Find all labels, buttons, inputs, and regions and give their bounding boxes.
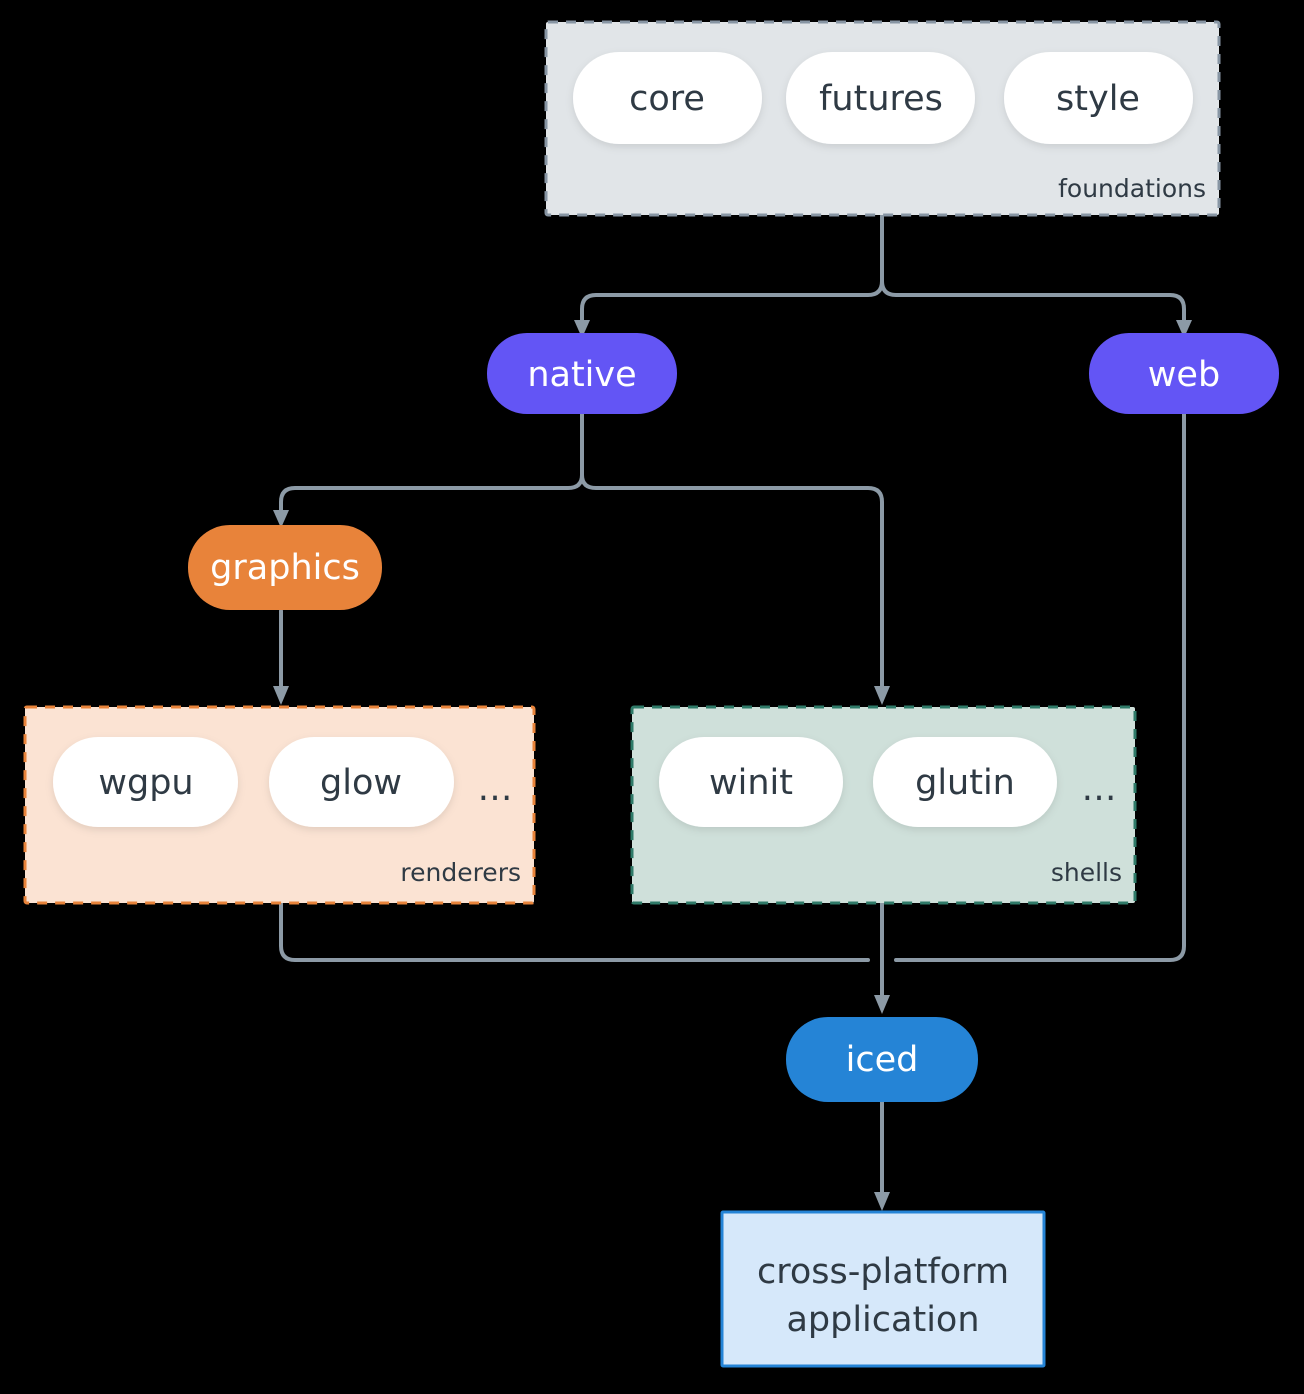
pill-glutin-shape	[873, 737, 1057, 827]
arrowhead-application	[874, 1192, 890, 1211]
group-shells[interactable]: winit glutin … shells	[630, 705, 1137, 905]
node-graphics-shape	[188, 525, 382, 610]
foundations-group-label: foundations	[1058, 174, 1206, 203]
arrowhead-renderers	[273, 686, 289, 705]
node-graphics[interactable]: graphics	[188, 525, 382, 610]
arrowhead-shells	[874, 686, 890, 705]
pill-wgpu[interactable]: wgpu	[53, 737, 238, 827]
pill-style[interactable]: style	[1004, 52, 1193, 144]
node-web[interactable]: web	[1089, 333, 1279, 414]
pill-glow-label: glow	[320, 763, 402, 803]
node-native-shape	[487, 333, 677, 414]
edge-layer	[273, 214, 1192, 1211]
pill-core-shape	[573, 52, 762, 144]
group-renderers[interactable]: wgpu glow … renderers	[23, 705, 536, 905]
node-iced[interactable]: iced	[786, 1017, 978, 1102]
renderers-group-label: renderers	[400, 858, 521, 887]
edge-native-to-graphics	[279, 473, 584, 517]
pill-glutin-label: glutin	[915, 763, 1015, 803]
application-box	[720, 1210, 1046, 1368]
pill-glutin[interactable]: glutin	[873, 737, 1057, 827]
edge-native-to-shells	[580, 473, 884, 692]
arrowhead-native	[574, 320, 590, 338]
arrowhead-web	[1176, 320, 1192, 338]
pill-core[interactable]: core	[573, 52, 762, 144]
node-native-label: native	[527, 355, 636, 395]
pill-futures-label: futures	[819, 79, 943, 119]
node-web-shape	[1089, 333, 1279, 414]
node-web-label: web	[1148, 355, 1220, 395]
node-native[interactable]: native	[487, 333, 677, 414]
node-iced-label: iced	[846, 1040, 919, 1080]
pill-core-label: core	[629, 79, 705, 119]
pill-winit[interactable]: winit	[659, 737, 843, 827]
pill-style-shape	[1004, 52, 1193, 144]
edge-web-to-iced	[894, 412, 1186, 962]
application-label-line1: cross-platform	[757, 1252, 1009, 1292]
pill-winit-label: winit	[709, 763, 793, 803]
arrowhead-iced	[874, 995, 890, 1014]
shells-group-label: shells	[1051, 858, 1122, 887]
edge-foundations-to-native	[580, 279, 884, 327]
pill-wgpu-label: wgpu	[98, 763, 193, 803]
edge-renderers-to-iced	[279, 901, 870, 962]
pill-futures-shape	[786, 52, 975, 144]
pill-wgpu-shape	[53, 737, 238, 827]
pill-glow[interactable]: glow	[269, 737, 454, 827]
node-graphics-label: graphics	[210, 548, 360, 588]
pill-glow-shape	[269, 737, 454, 827]
pill-winit-shape	[659, 737, 843, 827]
group-foundations[interactable]: core futures style foundations	[544, 20, 1221, 217]
node-iced-shape	[786, 1017, 978, 1102]
pill-futures[interactable]: futures	[786, 52, 975, 144]
renderers-ellipsis: …	[478, 769, 515, 809]
node-cross-platform-application[interactable]: cross-platform application	[720, 1210, 1046, 1368]
shells-ellipsis: …	[1082, 769, 1119, 809]
application-label-line2: application	[786, 1300, 979, 1340]
pill-style-label: style	[1056, 79, 1140, 119]
edge-foundations-to-web	[880, 279, 1186, 327]
arrowhead-graphics	[273, 510, 289, 528]
